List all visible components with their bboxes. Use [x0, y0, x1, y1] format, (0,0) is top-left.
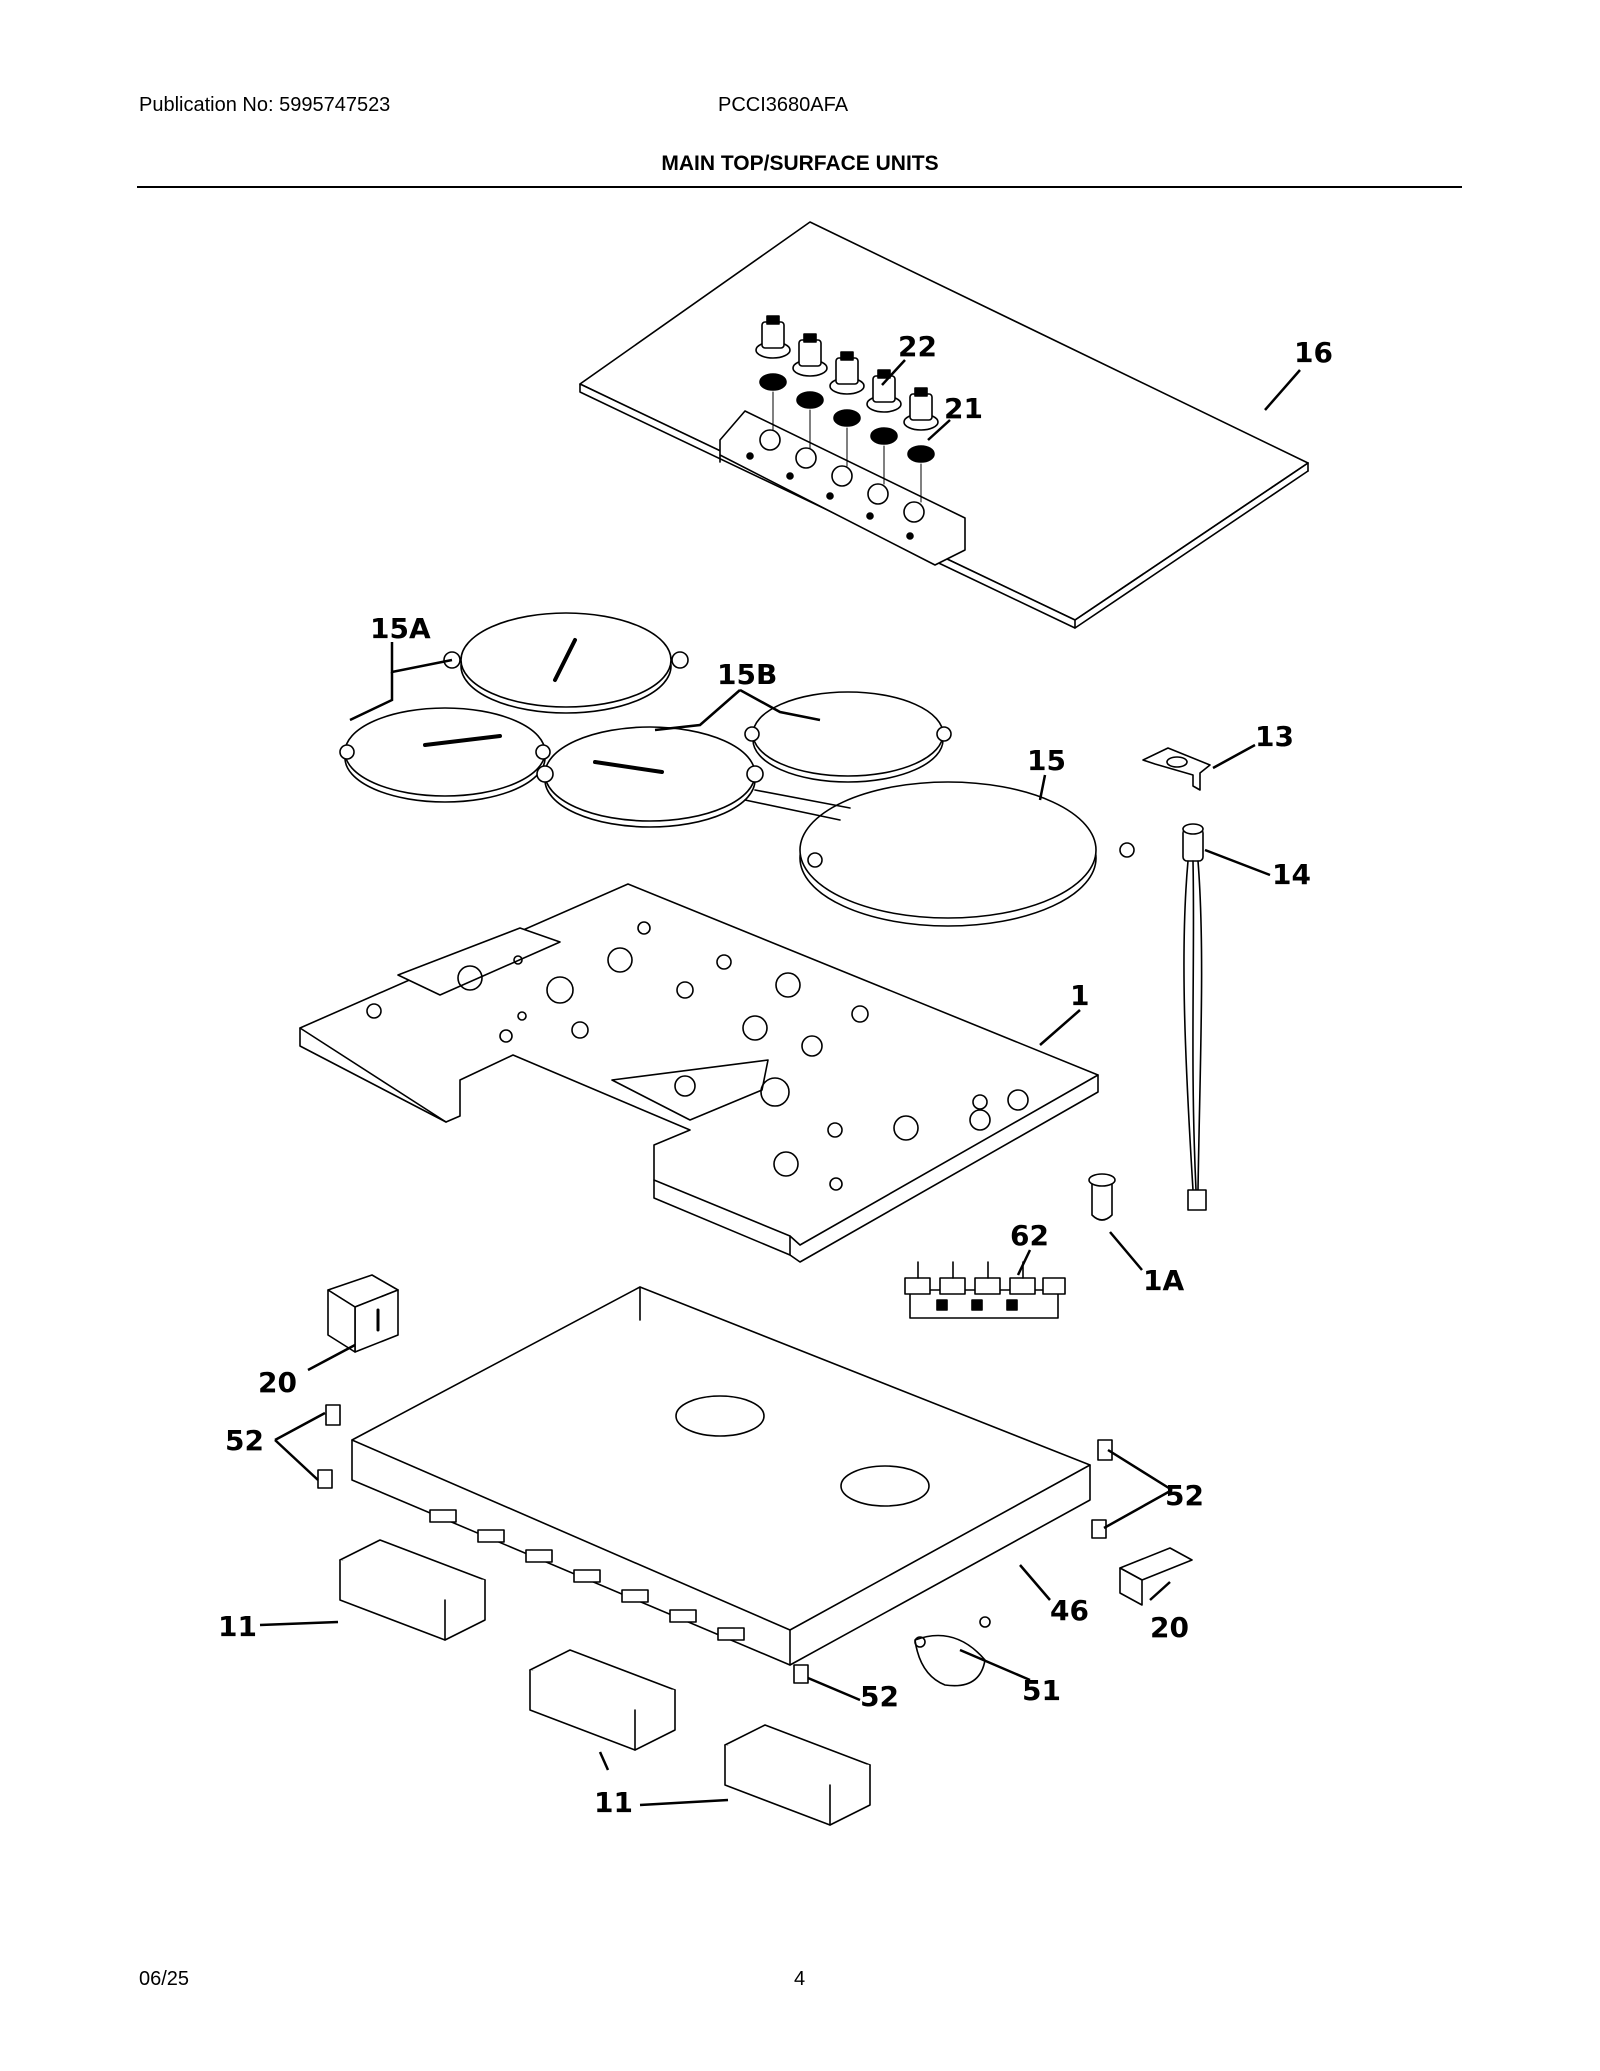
- part-51-wire-clamp: [914, 1616, 991, 1687]
- publication-number: Publication No: 5995747523: [139, 94, 391, 116]
- part-52-clips: [317, 1404, 1113, 1684]
- callout-46: 46: [1050, 1594, 1089, 1627]
- part-11-mounting-bracket-1: [339, 1539, 486, 1641]
- callout-14: 14: [1272, 858, 1311, 891]
- callout-20-right: 20: [1150, 1611, 1189, 1644]
- callout-52-left: 52: [225, 1424, 264, 1457]
- section-title: MAIN TOP/SURFACE UNITS: [661, 152, 939, 175]
- callout-16: 16: [1294, 336, 1333, 369]
- part-1A-terminal-cap: [1088, 1173, 1116, 1221]
- callout-52-bottom: 52: [860, 1680, 899, 1713]
- part-13-bracket: [1142, 747, 1211, 791]
- exploded-parts-diagram: 16 22 21 15A 15B 15 13 14 1 62 1A 20 52 …: [218, 221, 1333, 1826]
- part-20-bracket-left: [327, 1274, 399, 1353]
- part-11-mounting-bracket-3: [724, 1724, 871, 1826]
- callout-15: 15: [1027, 744, 1066, 777]
- part-15A-surface-element-front-left: [339, 707, 551, 803]
- part-15B-surface-element-rear-right: [744, 691, 952, 783]
- callout-15B: 15B: [717, 658, 777, 691]
- callout-51: 51: [1022, 1674, 1061, 1707]
- part-22-control-knobs: [755, 315, 939, 431]
- callout-1A: 1A: [1143, 1264, 1184, 1297]
- model-number: PCCI3680AFA: [718, 94, 849, 116]
- part-62-terminal-block: [904, 1261, 1066, 1319]
- part-11-mounting-bracket-2: [529, 1649, 676, 1751]
- part-21-knob-bezels: [759, 373, 935, 503]
- part-46-lower-chassis: [351, 1286, 1091, 1666]
- leader-lines: [259, 359, 1301, 1807]
- callout-22: 22: [898, 330, 937, 363]
- part-16-cooktop-glass: [579, 221, 1309, 629]
- callout-1: 1: [1070, 979, 1089, 1012]
- part-1-top-frame-pan: [299, 883, 1099, 1263]
- part-15B-surface-element-center: [536, 726, 764, 828]
- part-15-surface-element-large: [744, 781, 1135, 927]
- part-15A-surface-element-rear-left: [443, 612, 689, 714]
- callout-62: 62: [1010, 1219, 1049, 1252]
- callout-13: 13: [1255, 720, 1294, 753]
- callout-20-left: 20: [258, 1366, 297, 1399]
- part-14-indicator-light-harness: [1182, 823, 1207, 1211]
- callout-11-top: 11: [218, 1610, 257, 1643]
- callout-11-bottom: 11: [594, 1786, 633, 1819]
- footer-date: 06/25: [139, 1968, 190, 1990]
- header-divider: [137, 186, 1462, 188]
- callout-52-right: 52: [1165, 1479, 1204, 1512]
- callout-21: 21: [944, 392, 983, 425]
- page-number: 4: [794, 1968, 806, 1990]
- part-20-bracket-right: [1119, 1547, 1193, 1606]
- callout-15A: 15A: [370, 612, 431, 645]
